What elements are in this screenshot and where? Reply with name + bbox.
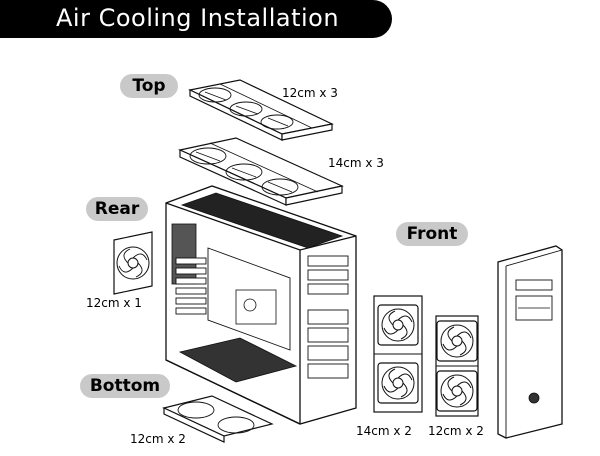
top-upper-fan-label: 12cm x 3 — [282, 86, 338, 100]
rear-fan — [113, 231, 153, 295]
section-bottom-label: Bottom — [80, 374, 170, 398]
top-lower-fan-label: 14cm x 3 — [328, 156, 384, 170]
section-front-label: Front — [396, 222, 468, 246]
top-lower-fan-tray — [178, 137, 344, 206]
front-12cm-fan-label: 12cm x 2 — [428, 424, 484, 438]
section-top-label: Top — [120, 74, 178, 98]
front-14cm-fan-label: 14cm x 2 — [356, 424, 412, 438]
front-fan-pair-14cm — [373, 295, 423, 413]
rear-fan-label: 12cm x 1 — [86, 296, 142, 310]
front-panel — [497, 245, 563, 439]
pc-chassis — [165, 185, 357, 425]
page-title: Air Cooling Installation — [56, 4, 340, 32]
front-fan-pair-12cm — [435, 315, 479, 417]
top-upper-fan-tray — [188, 79, 334, 141]
title-bar: Air Cooling Installation — [0, 0, 392, 38]
bottom-fan-label: 12cm x 2 — [130, 432, 186, 446]
bottom-fan-tray — [162, 395, 274, 443]
section-rear-label: Rear — [86, 197, 148, 221]
